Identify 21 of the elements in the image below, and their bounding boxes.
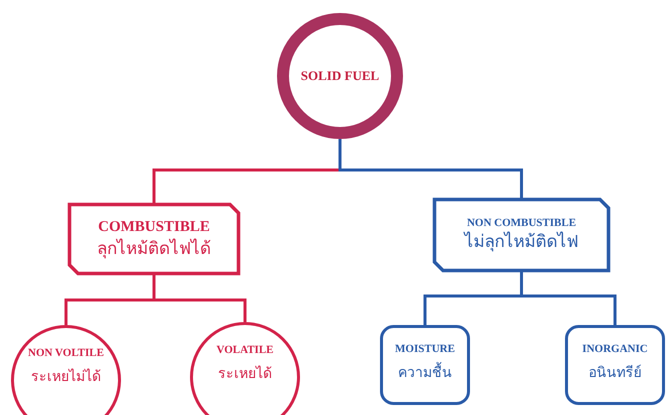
- category-label: NON VOLTILE: [28, 347, 104, 361]
- thai-label: ระเหยได้: [218, 366, 272, 384]
- thai-label: อนินทรีย์: [588, 364, 642, 382]
- connector-line: [520, 272, 616, 325]
- connector-line: [152, 275, 246, 322]
- category-label: SOLID FUEL: [300, 68, 380, 84]
- category-label: COMBUSTIBLE: [98, 218, 210, 237]
- category-label: NON COMBUSTIBLE: [466, 216, 576, 230]
- subcategory-box: [565, 325, 665, 405]
- thai-label: ลุกไหม้ติดไฟได้: [97, 238, 211, 260]
- thai-label: ระเหยไม่ได้: [31, 368, 101, 386]
- connector-line: [338, 139, 523, 198]
- main-circle: [277, 13, 403, 139]
- category-label: VOLATILE: [216, 344, 274, 358]
- subcategory-box: [380, 325, 470, 405]
- thai-label: ความชื้น: [398, 364, 452, 382]
- category-box: [433, 198, 610, 272]
- category-box: [68, 203, 240, 275]
- category-label: INORGANIC: [582, 343, 648, 357]
- category-label: MOISTURE: [395, 343, 455, 357]
- thai-label: ไม่ลุกไหม้ติดไฟ: [464, 232, 578, 254]
